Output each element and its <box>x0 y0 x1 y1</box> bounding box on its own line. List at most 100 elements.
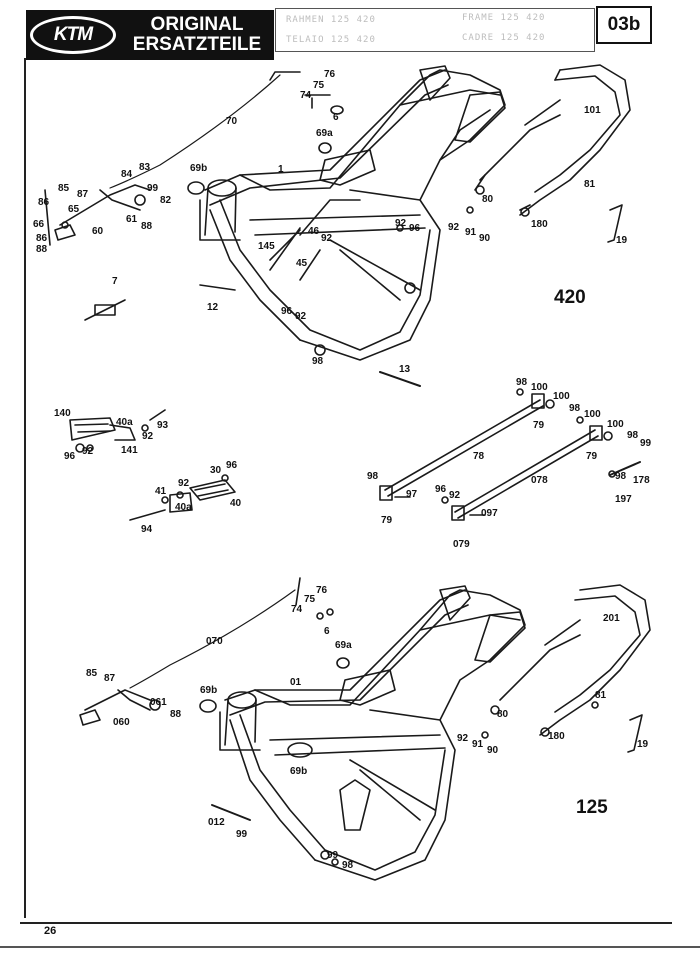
part-label: 180 <box>531 219 548 230</box>
upper-frame-420-drawing <box>44 64 631 387</box>
part-label: 45 <box>296 258 308 269</box>
part-label: 99 <box>640 438 652 449</box>
part-label: 87 <box>77 189 89 200</box>
part-label: 96 <box>435 484 447 495</box>
part-label: 6 <box>333 112 339 123</box>
part-label: 88 <box>36 244 48 255</box>
part-label: 92 <box>295 311 307 322</box>
part-label: 85 <box>58 183 70 194</box>
part-label: 93 <box>157 420 169 431</box>
part-label: 99 <box>147 183 159 194</box>
part-label: 100 <box>553 391 570 402</box>
part-label: 82 <box>160 195 172 206</box>
part-label: 92 <box>82 446 94 457</box>
part-label: 94 <box>141 524 153 535</box>
designation-fr: CADRE 125 420 <box>462 33 546 43</box>
part-label: 13 <box>399 364 411 375</box>
part-label: 86 <box>38 197 50 208</box>
part-label: 69b <box>290 766 308 777</box>
part-label: 6 <box>324 626 330 637</box>
part-label: 180 <box>548 731 565 742</box>
part-label: 98 <box>367 471 379 482</box>
part-label: 100 <box>607 419 624 430</box>
part-label: 98 <box>342 860 354 871</box>
ktm-logo: KTM <box>30 16 116 54</box>
part-label: 83 <box>139 162 151 173</box>
part-label: 100 <box>584 409 601 420</box>
part-label: 85 <box>86 668 98 679</box>
part-label: 79 <box>381 515 393 526</box>
variant-label-upper: 420 <box>554 287 586 308</box>
part-label: 46 <box>308 226 320 237</box>
part-label: 079 <box>453 539 470 550</box>
part-label: 60 <box>92 226 104 237</box>
designation-de: RAHMEN 125 420 <box>286 15 376 25</box>
part-label: 81 <box>595 690 607 701</box>
part-label: 40a <box>116 417 133 428</box>
part-label: 79 <box>586 451 598 462</box>
part-label: 101 <box>584 105 601 116</box>
part-label: 097 <box>481 508 498 519</box>
designation-it: TELAIO 125 420 <box>286 35 376 45</box>
part-label: 19 <box>637 739 649 750</box>
part-label: 98 <box>516 377 528 388</box>
part-label: 98 <box>312 356 324 367</box>
part-label: 98 <box>569 403 581 414</box>
part-label: 76 <box>316 585 328 596</box>
part-label: 96 <box>281 306 293 317</box>
header-designation-box: RAHMEN 125 420 FRAME 125 420 TELAIO 125 … <box>275 8 595 52</box>
part-label: 070 <box>206 636 223 647</box>
part-label: 97 <box>406 489 418 500</box>
part-label: 84 <box>121 169 133 180</box>
part-label: 01 <box>290 677 302 688</box>
part-label: 30 <box>210 465 222 476</box>
part-label: 140 <box>54 408 71 419</box>
part-label: 90 <box>479 233 491 244</box>
part-label: 69a <box>316 128 333 139</box>
part-label: 40a <box>175 502 192 513</box>
part-label: 1 <box>278 164 284 175</box>
footrest-parts-drawing <box>69 409 236 521</box>
header-title-line2: ERSATZTEILE <box>132 34 262 55</box>
part-label: 70 <box>226 116 238 127</box>
ktm-header-logo: KTM ORIGINAL ERSATZTEILE <box>26 10 274 60</box>
part-label: 96 <box>226 460 238 471</box>
part-label: 88 <box>170 709 182 720</box>
left-border-line <box>24 58 26 918</box>
part-label: 91 <box>472 739 484 750</box>
part-label: 012 <box>208 817 225 828</box>
part-label: 19 <box>616 235 628 246</box>
part-label: 75 <box>313 80 325 91</box>
part-label: 69a <box>335 640 352 651</box>
part-label: 78 <box>473 451 485 462</box>
part-label: 92 <box>178 478 190 489</box>
header-title-line1: ORIGINAL <box>150 14 244 35</box>
part-label: 80 <box>497 709 509 720</box>
part-label: 060 <box>113 717 130 728</box>
part-label: 99 <box>327 850 339 861</box>
part-label: 96 <box>409 223 421 234</box>
part-label: 92 <box>448 222 460 233</box>
part-label: 74 <box>300 90 312 101</box>
part-label: 92 <box>449 490 461 501</box>
part-label: 91 <box>465 227 477 238</box>
part-label: 100 <box>531 382 548 393</box>
part-label: 197 <box>615 494 632 505</box>
part-label: 201 <box>603 613 620 624</box>
part-label: 81 <box>584 179 596 190</box>
part-label: 92 <box>142 431 154 442</box>
part-label: 92 <box>457 733 469 744</box>
page-id-badge: 03b <box>596 6 652 44</box>
part-label: 178 <box>633 475 650 486</box>
part-label: 145 <box>258 241 275 252</box>
part-label: 98 <box>627 430 639 441</box>
bottom-rule <box>0 946 700 948</box>
lower-frame-125-drawing <box>79 577 651 881</box>
part-label: 90 <box>487 745 499 756</box>
part-label: 69b <box>200 685 218 696</box>
part-label: 078 <box>531 475 548 486</box>
part-label: 92 <box>395 218 407 229</box>
part-label: 86 <box>36 233 48 244</box>
